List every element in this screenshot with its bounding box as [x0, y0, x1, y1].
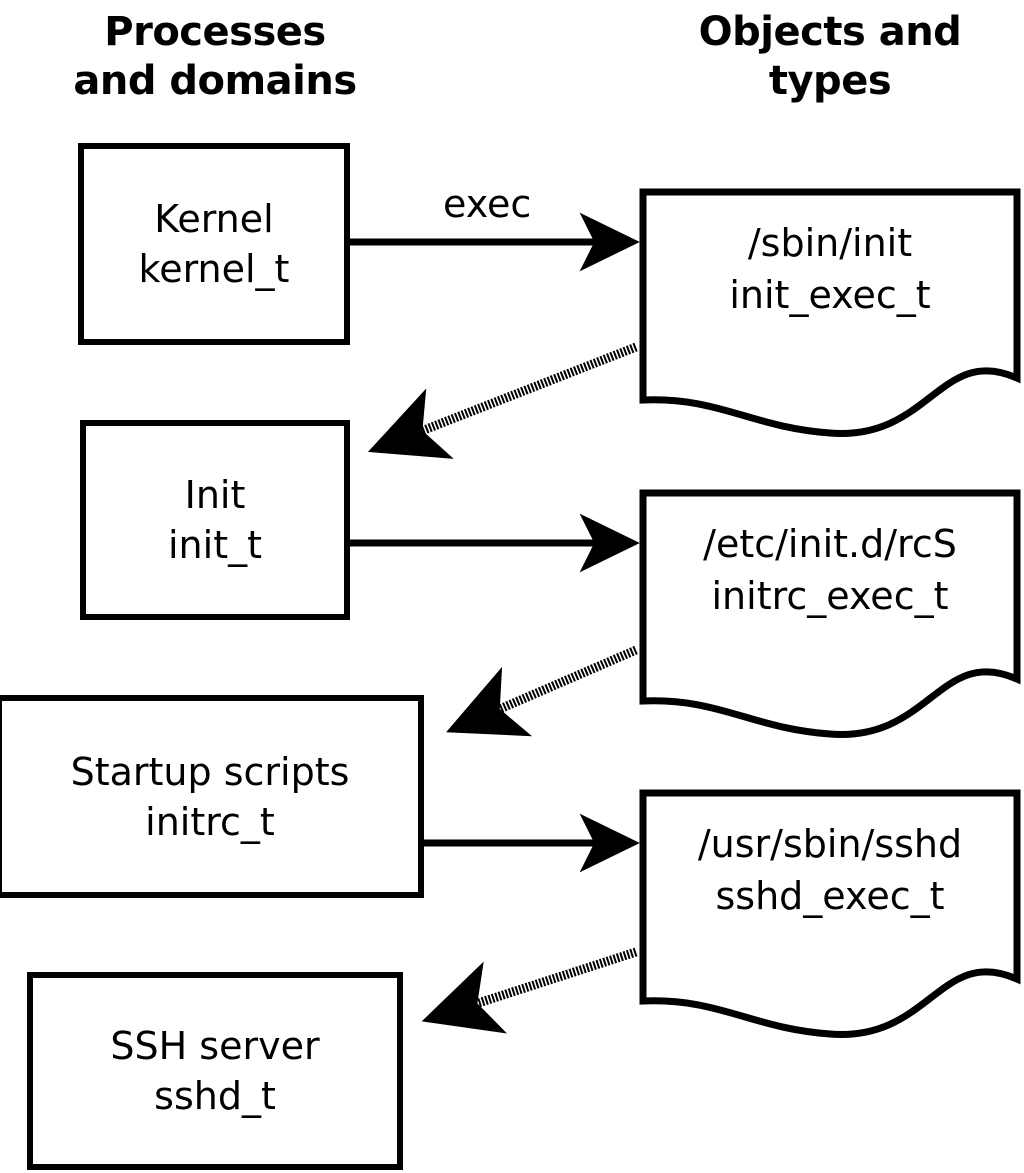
process-type: initrc_t [145, 799, 275, 844]
edge-rcs-to-startup-scripts [446, 645, 638, 737]
process-type: init_t [168, 523, 262, 567]
column-header-objects: Objects and types [698, 9, 962, 104]
process-box-ssh-server[interactable]: SSH server sshd_t [27, 972, 403, 1170]
process-name: SSH server [110, 1024, 320, 1068]
column-header-processes: Processes and domains [73, 9, 357, 104]
object-doc-etc-initd-rcs[interactable]: /etc/init.d/rcS initrc_exec_t [639, 489, 1021, 738]
object-doc-sbin-init[interactable]: /sbin/init init_exec_t [639, 188, 1021, 437]
edge-label-exec: exec [443, 182, 532, 226]
object-doc-usr-sbin-sshd[interactable]: /usr/sbin/sshd sshd_exec_t [639, 789, 1021, 1038]
process-name: Kernel [154, 197, 274, 241]
edge-sbin-init-to-init [367, 342, 638, 459]
process-type: sshd_t [154, 1074, 276, 1118]
process-type: kernel_t [138, 247, 290, 291]
edge-sshd-bin-to-ssh-server [421, 947, 638, 1034]
process-name: Startup scripts [70, 749, 350, 794]
process-box-init[interactable]: Init init_t [80, 420, 350, 620]
process-box-startup-scripts[interactable]: Startup scripts initrc_t [0, 695, 424, 898]
process-name: Init [184, 473, 246, 517]
process-box-kernel[interactable]: Kernel kernel_t [78, 143, 350, 345]
